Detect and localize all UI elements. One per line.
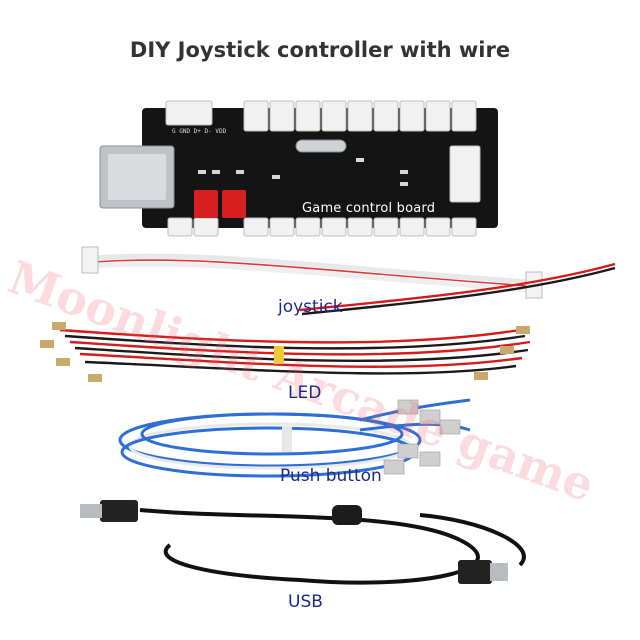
controller-board bbox=[99, 100, 498, 237]
label-led: LED bbox=[288, 383, 322, 403]
label-usb: USB bbox=[288, 592, 323, 612]
label-joystick: joystick bbox=[278, 297, 343, 317]
label-push-button: Push button bbox=[280, 466, 382, 486]
usb-a-plug bbox=[100, 500, 138, 522]
usb-b-plug bbox=[458, 560, 492, 584]
board-label: Game control board bbox=[302, 201, 436, 216]
page-title: DIY Joystick controller with wire bbox=[129, 38, 511, 62]
led-wire bbox=[59, 262, 616, 375]
board-silkscreen: G GND D+ D- VDD bbox=[172, 128, 227, 135]
